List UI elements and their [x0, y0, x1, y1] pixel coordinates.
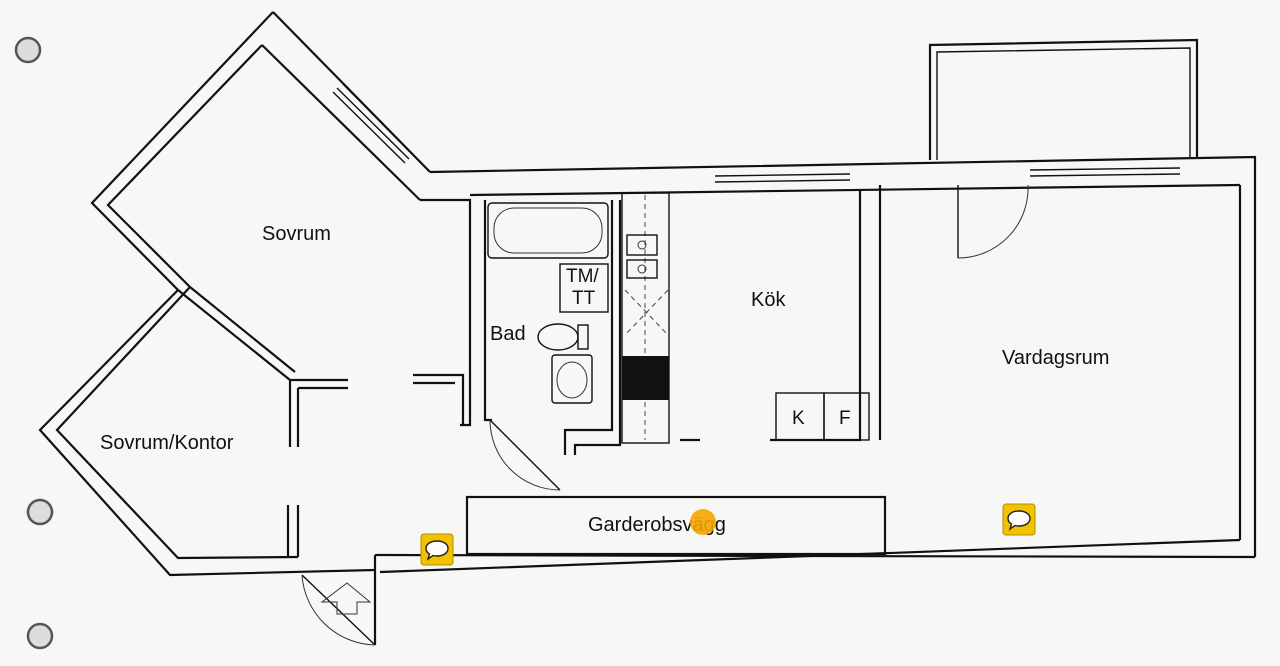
- kitchen-counter: [621, 192, 870, 444]
- sink-icon: [551, 354, 593, 404]
- room-label-vardagsrum: Vardagsrum: [1002, 347, 1109, 369]
- entrance-arrow-icon: [320, 582, 372, 615]
- room-label-kok: Kök: [751, 289, 786, 311]
- outer-walls: [38, 11, 1257, 645]
- room-label-bad: Bad: [490, 323, 526, 345]
- speech-bubble-icon[interactable]: [1002, 503, 1036, 536]
- bathroom-fixtures: [487, 202, 609, 404]
- washer-dryer: [559, 263, 609, 313]
- toilet-icon: [537, 323, 579, 351]
- fridge-label: K: [792, 408, 805, 429]
- stove: [622, 356, 669, 400]
- washer-label-line1: TM/: [566, 266, 599, 287]
- washer-label-line2: TT: [572, 288, 596, 309]
- freezer-label: F: [839, 408, 851, 429]
- bathtub: [487, 202, 609, 259]
- doors: [301, 184, 1029, 646]
- room-label-sovrum: Sovrum: [262, 223, 331, 245]
- room-label-sovrum-kontor: Sovrum/Kontor: [100, 432, 234, 454]
- speech-bubble-icon[interactable]: [420, 533, 454, 566]
- binder-ring-icon: [14, 36, 54, 650]
- orange-dot-marker[interactable]: [690, 509, 716, 535]
